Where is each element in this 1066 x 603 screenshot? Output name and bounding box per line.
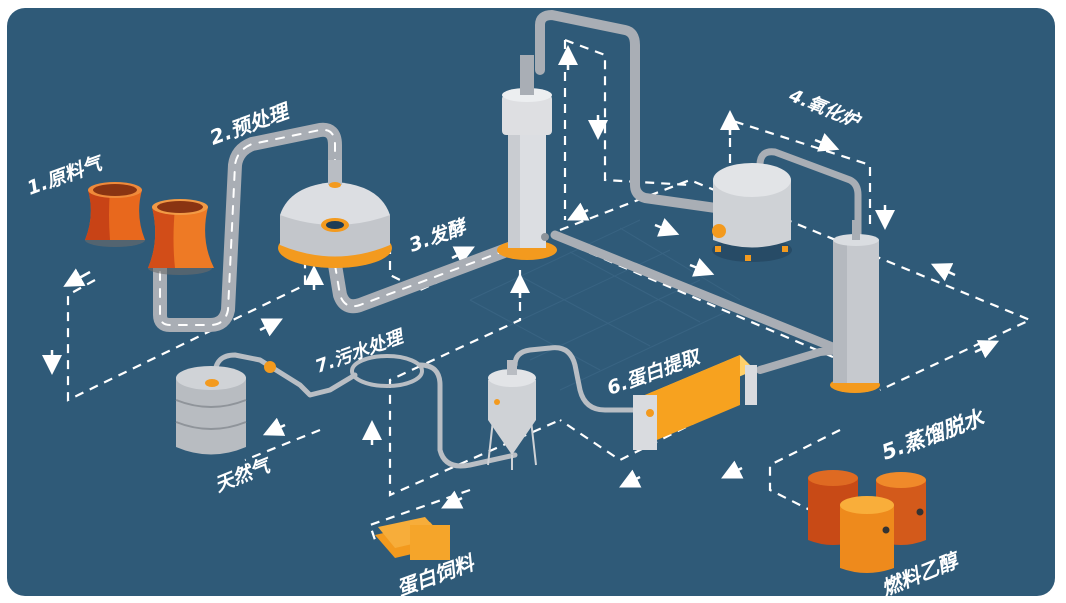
- wastewater-ring-icon: [350, 354, 424, 388]
- floor-grid: [469, 219, 741, 391]
- label-step-3: 3.发酵: [406, 215, 472, 257]
- pretreatment-tank-icon: [278, 160, 392, 268]
- process-diagram: 1.原料气 2.预处理 3.发酵 4.氧化炉 5.蒸馏脱水 6.蛋白提取 7.污…: [7, 8, 1055, 596]
- gas-tank-icon: [175, 361, 276, 455]
- protein-extractor-icon: [633, 355, 757, 450]
- flow-arrows: [42, 45, 1000, 509]
- label-product-gas: 天然气: [212, 454, 276, 497]
- diagram-svg: 1.原料气 2.预处理 3.发酵 4.氧化炉 5.蒸馏脱水 6.蛋白提取 7.污…: [24, 10, 1033, 596]
- oil-barrels-icon: [808, 470, 926, 573]
- fermentation-column-icon: [497, 55, 557, 260]
- cooling-tower-icon: [85, 182, 214, 275]
- label-step-5: 5.蒸馏脱水: [879, 405, 989, 465]
- feed-bags-icon: [375, 517, 450, 560]
- label-step-4: 4.氧化炉: [785, 85, 865, 133]
- separator-tank-icon: [487, 360, 537, 470]
- oxidation-furnace-icon: [712, 163, 792, 262]
- distillation-column-icon: [830, 220, 880, 393]
- label-step-7: 7.污水处理: [313, 326, 409, 378]
